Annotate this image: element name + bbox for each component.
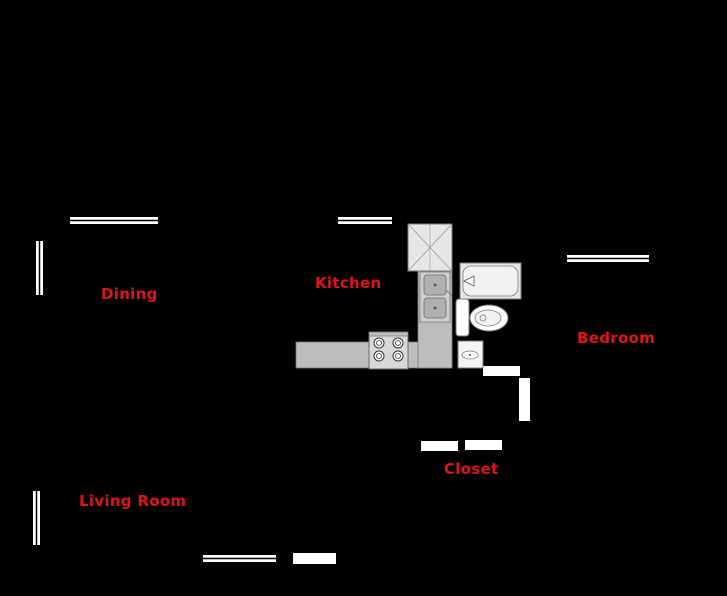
door-icon [293, 553, 336, 564]
door-icon [465, 440, 502, 450]
room-label-bedroom: Bedroom [577, 329, 656, 347]
door-icon [421, 441, 458, 451]
room-label-dining: Dining [101, 285, 158, 303]
toilet-icon [455, 298, 509, 337]
shower-icon [407, 223, 453, 272]
window-icon [203, 555, 276, 562]
door-icon [519, 378, 530, 421]
stove-icon [368, 331, 409, 370]
room-label-kitchen: Kitchen [315, 274, 382, 292]
bathtub-icon [459, 262, 522, 300]
bathroom-sink-icon [457, 340, 484, 369]
door-icon [483, 366, 520, 376]
window-icon [567, 255, 649, 262]
window-icon [33, 491, 40, 545]
window-icon [36, 241, 43, 295]
sink-icon [419, 271, 453, 323]
room-label-closet: Closet [444, 460, 499, 478]
window-icon [338, 217, 392, 224]
room-label-living-room: Living Room [79, 492, 187, 510]
window-icon [70, 217, 158, 224]
